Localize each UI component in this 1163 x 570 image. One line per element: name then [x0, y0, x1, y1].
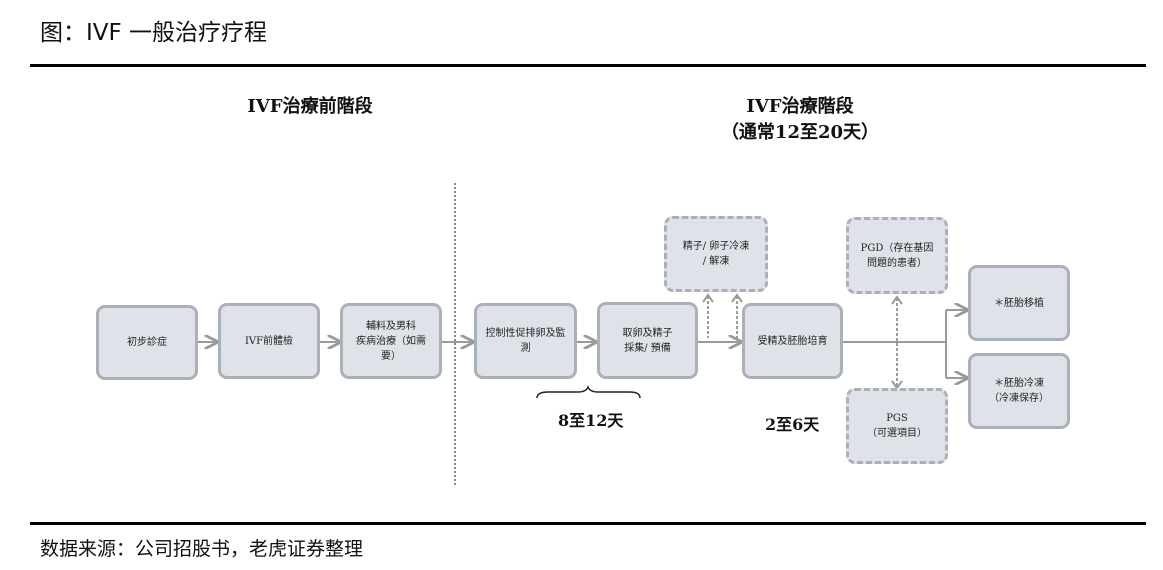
step-pgs-label: PGS （可選項目）: [867, 413, 927, 439]
step-egg-sperm-retrieval: 取卵及精子 採集/ 預備: [597, 302, 698, 379]
step-cryo-thaw: 精子/ 卵子冷凍 / 解凍: [664, 216, 768, 292]
step-ovarian-stimulation: 控制性促排卵及監測: [474, 303, 577, 379]
step-pgs: PGS （可選項目）: [846, 388, 948, 464]
step-ovarian-stimulation-label: 控制性促排卵及監測: [485, 328, 566, 354]
duration-stimulation: 8至12天: [558, 411, 624, 430]
phase-main-title: IVF治療階段: [746, 96, 854, 117]
figure-title: 图：IVF 一般治疗疗程: [40, 20, 268, 46]
step-pgd-label: PGD（存在基因 問題的患者）: [860, 242, 934, 269]
step-adjunct-treatment-label: 輔料及男科 疾病治療（如需要）: [356, 320, 426, 362]
bottom-rule: [30, 522, 1146, 525]
duration-culture: 2至6天: [765, 415, 820, 434]
step-embryo-transfer: ＊胚胎移植: [968, 265, 1070, 341]
step-pre-ivf-check-label: IVF前體檢: [244, 335, 294, 347]
step-fertilization-culture-label: 受精及胚胎培育: [757, 335, 828, 347]
step-initial-consult-label: 初步診症: [127, 337, 167, 348]
step-embryo-freeze: ＊胚胎冷凍 （冷凍保存）: [968, 353, 1070, 429]
top-rule: [30, 64, 1146, 67]
step-pre-ivf-check: IVF前體檢: [218, 303, 320, 379]
step-pgd: PGD（存在基因 問題的患者）: [846, 217, 948, 294]
phase-pre-ivf-label: IVF治療前階段: [180, 94, 440, 120]
step-embryo-freeze-label: ＊胚胎冷凍 （冷凍保存）: [989, 378, 1049, 404]
cryo-up-arrowhead-1: [702, 293, 714, 303]
step-embryo-transfer-label: ＊胚胎移植: [994, 297, 1044, 309]
pgd-up-arrowhead: [891, 295, 903, 305]
step-initial-consult: 初步診症: [96, 305, 198, 380]
phase-main-subtitle: （通常12至20天）: [720, 122, 880, 143]
step-adjunct-treatment: 輔料及男科 疾病治療（如需要）: [340, 303, 442, 379]
phase-ivf-label: IVF治療階段 （通常12至20天）: [670, 94, 930, 146]
phase-divider: [454, 183, 456, 485]
source-note: 数据来源：公司招股书，老虎证券整理: [40, 538, 364, 560]
step-cryo-thaw-label: 精子/ 卵子冷凍 / 解凍: [682, 241, 750, 267]
duration-brace: [536, 384, 641, 399]
phase-pre-title: IVF治療前階段: [247, 96, 373, 117]
cryo-up-arrowhead-2: [731, 293, 743, 303]
step-egg-sperm-retrieval-label: 取卵及精子 採集/ 預備: [622, 327, 673, 354]
step-fertilization-culture: 受精及胚胎培育: [742, 303, 843, 379]
